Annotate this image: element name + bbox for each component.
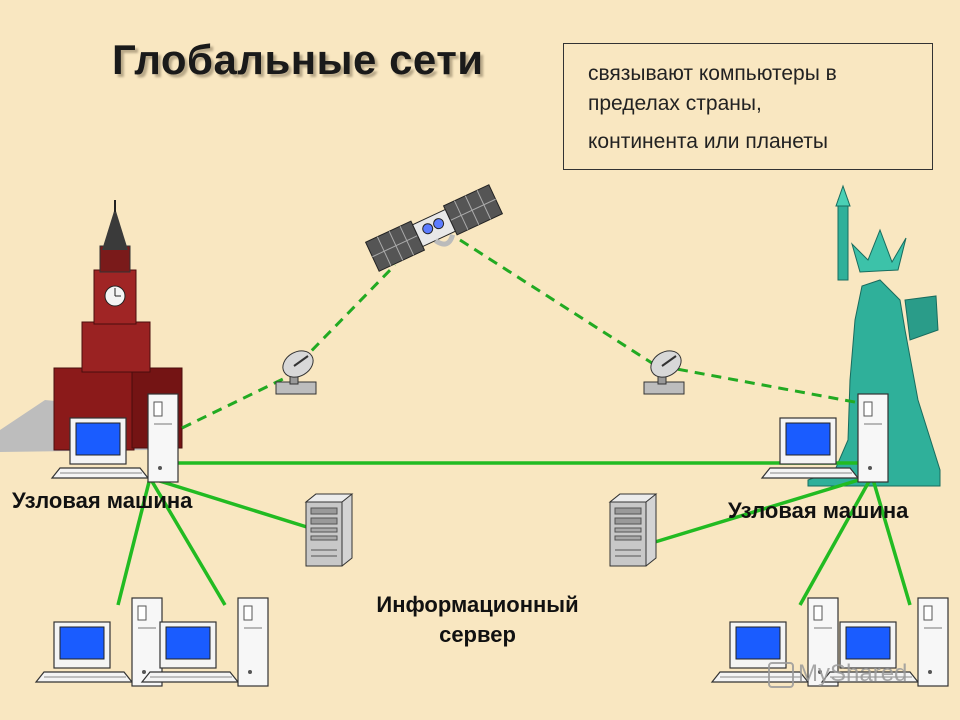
satellite-icon — [364, 184, 504, 272]
left-node-label: Узловая машина — [12, 488, 193, 513]
definition-line: связывают компьютеры в — [588, 62, 837, 85]
network-link — [870, 475, 912, 606]
statue-of-liberty-icon — [807, 184, 941, 487]
network-link — [798, 475, 874, 606]
right-node-label: Узловая машина — [728, 498, 909, 523]
network-link — [149, 476, 311, 530]
satellite-link — [459, 238, 861, 405]
server-label-line: Информационный — [376, 592, 579, 617]
watermark-logo-icon — [768, 661, 794, 688]
definition-box: связывают компьютеры в пределах страны, … — [563, 43, 933, 170]
network-link — [116, 477, 152, 606]
server-icon — [609, 493, 657, 567]
client-computer-icon — [35, 597, 163, 687]
definition-line: пределах страны, — [588, 92, 762, 115]
node-computer-icon — [761, 393, 889, 483]
page-title: Глобальные сети — [112, 36, 484, 83]
server-icon — [305, 493, 353, 567]
antenna-dish-icon — [275, 344, 319, 395]
network-link — [148, 477, 227, 606]
watermark: MyShared — [768, 660, 907, 688]
network-link — [654, 474, 873, 544]
definition-line: континента или планеты — [588, 130, 828, 153]
watermark-text: MyShared — [798, 660, 908, 687]
server-label: Информационный сервер — [340, 590, 615, 650]
server-label-line: сервер — [439, 622, 516, 647]
satellite-link — [181, 263, 397, 430]
